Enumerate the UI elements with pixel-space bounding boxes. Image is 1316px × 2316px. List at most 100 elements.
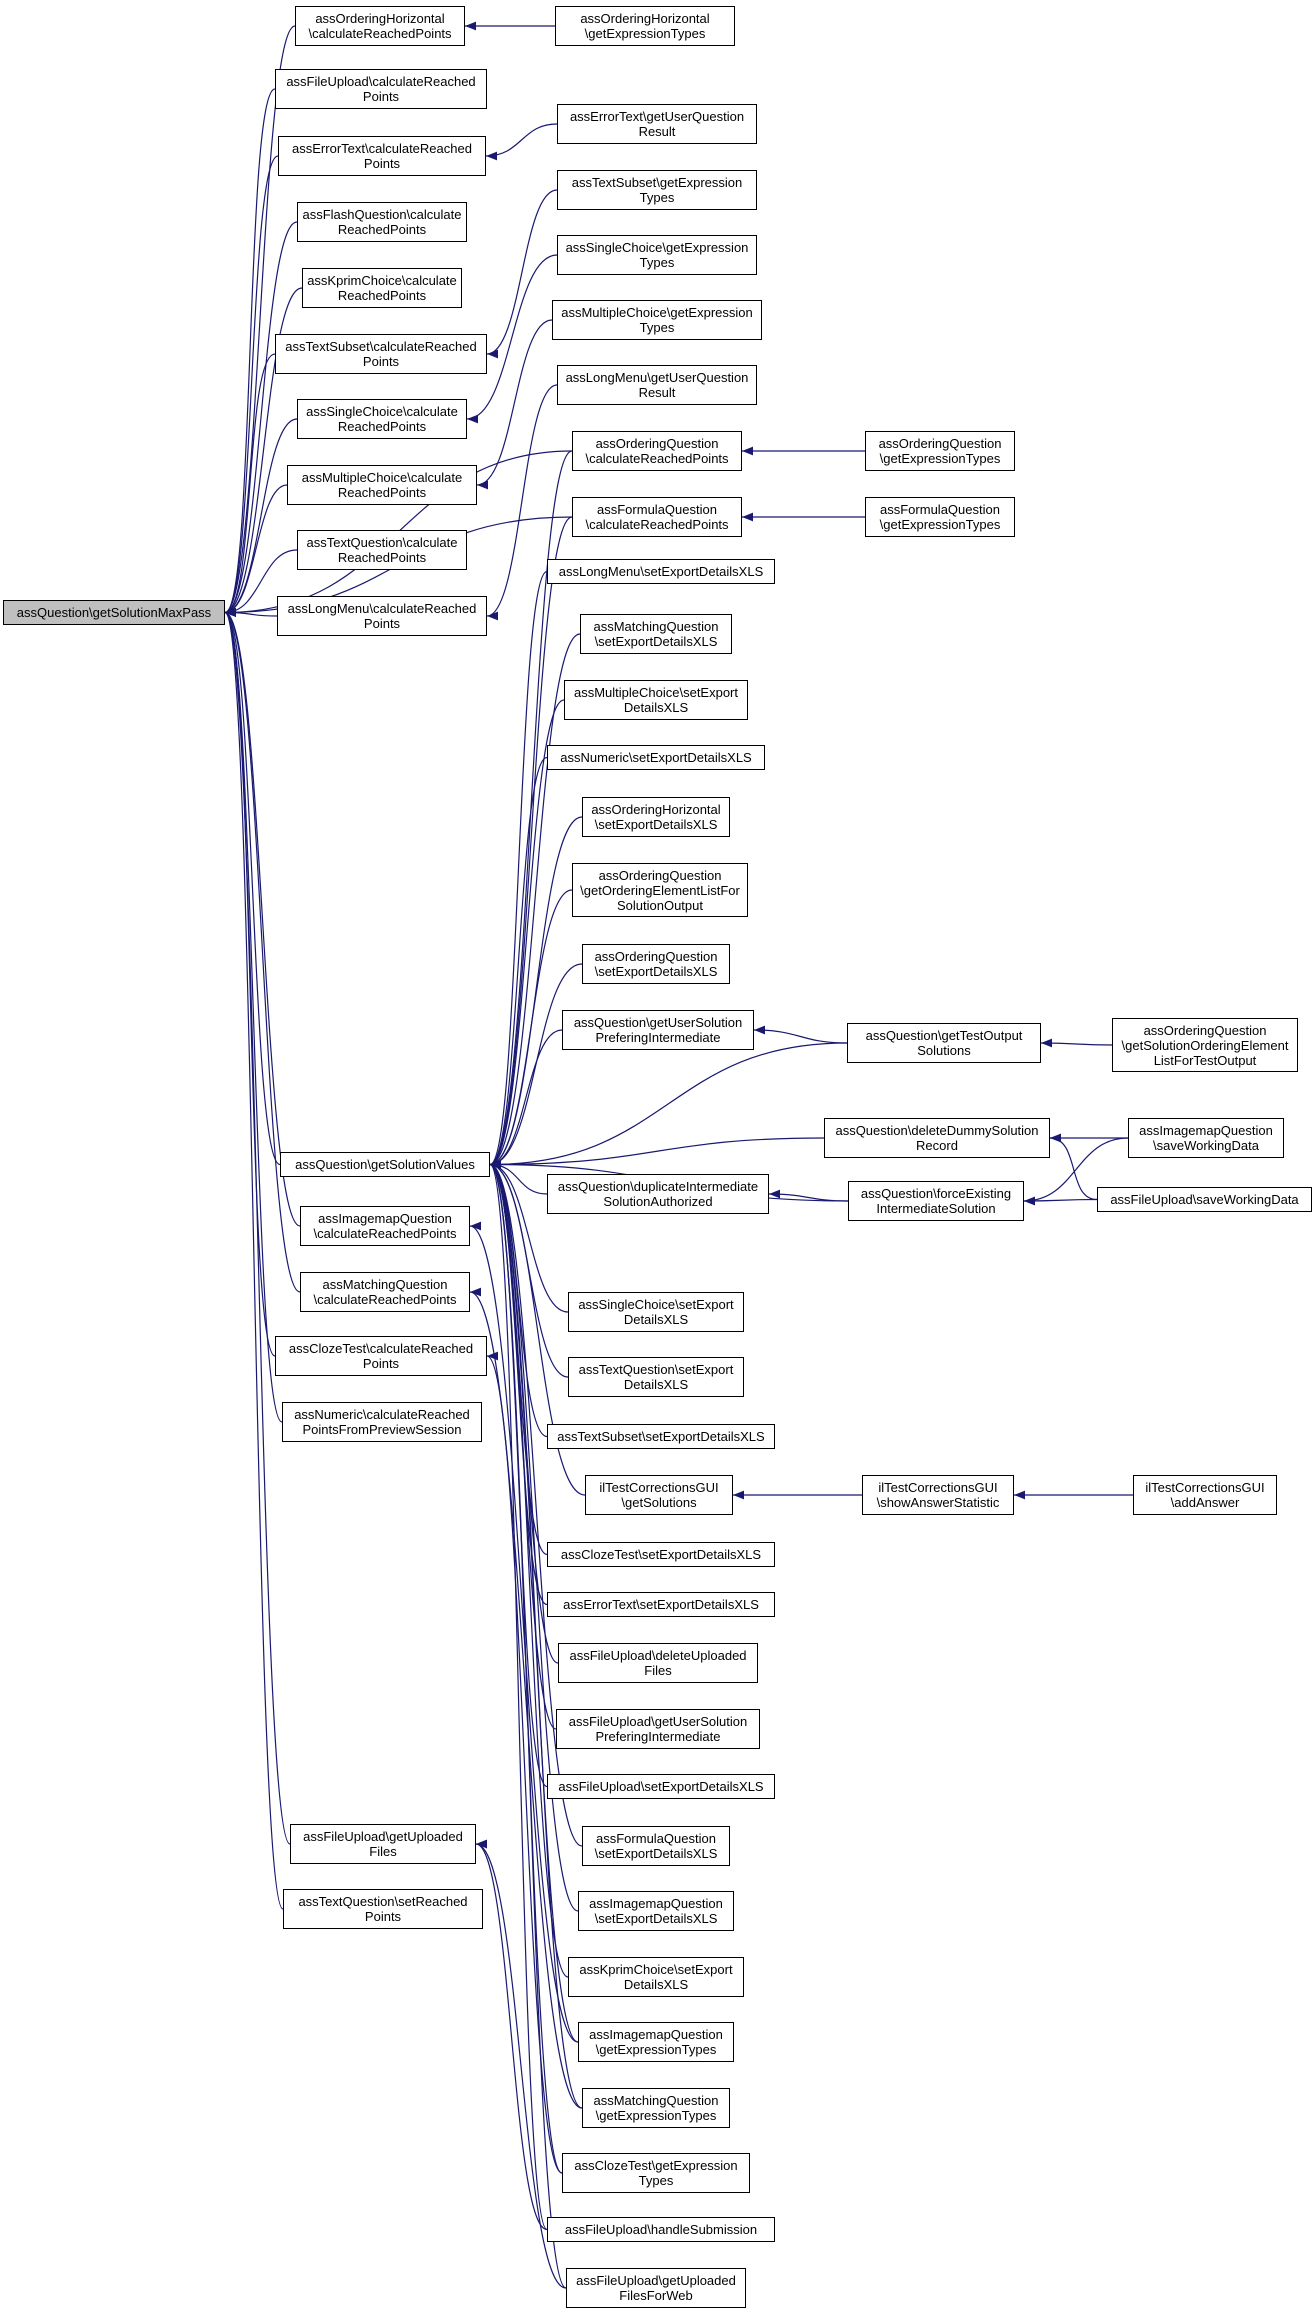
node-textSubXLS[interactable]: assTextSubset\setExportDetailsXLS bbox=[547, 1424, 775, 1449]
edge-longMenuXLS-to-getSolVals bbox=[489, 570, 548, 1169]
edge-fileUpCalc-to-root bbox=[224, 88, 276, 617]
edge-ordQSolElem-to-testOutSol bbox=[1040, 1038, 1113, 1048]
edge-longMenuResult-to-longMenuCalc bbox=[486, 384, 558, 621]
node-fileUpCalc[interactable]: assFileUpload\calculateReached Points bbox=[275, 69, 487, 109]
node-imgSave[interactable]: assImagemapQuestion \saveWorkingData bbox=[1128, 1118, 1284, 1158]
node-ordHorExpr[interactable]: assOrderingHorizontal \getExpressionType… bbox=[555, 6, 735, 46]
node-errTextResult[interactable]: assErrorText\getUserQuestion Result bbox=[557, 104, 757, 144]
node-corrGetSol[interactable]: ilTestCorrectionsGUI \getSolutions bbox=[585, 1475, 733, 1515]
edge-forceExist-to-dupInter bbox=[768, 1189, 849, 1202]
node-numXLS[interactable]: assNumeric\setExportDetailsXLS bbox=[547, 745, 765, 770]
node-ordQCalc[interactable]: assOrderingQuestion \calculateReachedPoi… bbox=[572, 431, 742, 471]
node-fileHandle[interactable]: assFileUpload\handleSubmission bbox=[547, 2217, 775, 2242]
edge-clozeXLS-to-getSolVals bbox=[489, 1160, 548, 1556]
node-ordHorXLS[interactable]: assOrderingHorizontal \setExportDetailsX… bbox=[582, 797, 730, 837]
node-imgCalc[interactable]: assImagemapQuestion \calculateReachedPoi… bbox=[300, 1206, 470, 1246]
edge-fileHandle-to-fileGetUp bbox=[475, 1839, 548, 2231]
node-clozeXLS[interactable]: assClozeTest\setExportDetailsXLS bbox=[547, 1542, 775, 1567]
node-corrShow[interactable]: ilTestCorrectionsGUI \showAnswerStatisti… bbox=[862, 1475, 1014, 1515]
edge-fileHandle-to-getSolVals bbox=[489, 1160, 548, 2231]
edge-numXLS-to-getSolVals bbox=[489, 756, 548, 1169]
node-ordQExpr[interactable]: assOrderingQuestion \getExpressionTypes bbox=[865, 431, 1015, 471]
node-numCalcPrev[interactable]: assNumeric\calculateReached PointsFromPr… bbox=[282, 1402, 482, 1442]
node-fileDel[interactable]: assFileUpload\deleteUploaded Files bbox=[558, 1643, 758, 1683]
node-clozeCalc[interactable]: assClozeTest\calculateReached Points bbox=[275, 1336, 487, 1376]
edge-imgCalc-to-root bbox=[224, 608, 301, 1227]
edge-textSubCalc-to-root bbox=[224, 353, 276, 617]
node-delDummy[interactable]: assQuestion\deleteDummySolution Record bbox=[824, 1118, 1050, 1158]
node-clozeExpr[interactable]: assClozeTest\getExpression Types bbox=[562, 2153, 750, 2193]
node-multiExpr[interactable]: assMultipleChoice\getExpression Types bbox=[552, 300, 762, 340]
node-fileXLS[interactable]: assFileUpload\setExportDetailsXLS bbox=[547, 1774, 775, 1799]
edge-corrGetSol-to-getSolVals bbox=[489, 1160, 586, 1496]
node-textQSet[interactable]: assTextQuestion\setReached Points bbox=[283, 1889, 483, 1929]
edge-formXLS-to-getSolVals bbox=[489, 1160, 583, 1847]
node-getSolVals[interactable]: assQuestion\getSolutionValues bbox=[280, 1152, 490, 1177]
edge-errTextResult-to-errTextCalc bbox=[485, 123, 558, 161]
edge-imgXLS-to-getSolVals bbox=[489, 1160, 579, 1912]
node-formExpr[interactable]: assFormulaQuestion \getExpressionTypes bbox=[865, 497, 1015, 537]
edge-getSolVals-to-root bbox=[224, 608, 281, 1166]
node-fileSave[interactable]: assFileUpload\saveWorkingData bbox=[1097, 1187, 1312, 1212]
edge-clozeExpr-to-clozeCalc bbox=[486, 1351, 563, 2174]
node-matchXLS[interactable]: assMatchingQuestion \setExportDetailsXLS bbox=[580, 614, 732, 654]
node-imgXLS[interactable]: assImagemapQuestion \setExportDetailsXLS bbox=[578, 1891, 734, 1931]
edge-delDummy-to-getSolVals bbox=[489, 1137, 825, 1169]
node-singleCalc[interactable]: assSingleChoice\calculate ReachedPoints bbox=[297, 399, 467, 439]
edge-multiXLS-to-getSolVals bbox=[489, 699, 565, 1169]
edge-userSolPref-to-getSolVals bbox=[489, 1029, 563, 1169]
edge-numCalcPrev-to-root bbox=[224, 608, 283, 1423]
edge-fileGetUpWeb-to-fileGetUp bbox=[475, 1839, 567, 2289]
node-formCalc[interactable]: assFormulaQuestion \calculateReachedPoin… bbox=[572, 497, 742, 537]
edge-ordQElemList-to-getSolVals bbox=[489, 889, 573, 1169]
edge-matchCalc-to-root bbox=[224, 608, 301, 1293]
edge-clozeCalc-to-root bbox=[224, 608, 276, 1357]
edge-errTextCalc-to-root bbox=[224, 155, 279, 617]
edge-testOutSol-to-userSolPref bbox=[753, 1025, 848, 1044]
node-textSubCalc[interactable]: assTextSubset\calculateReached Points bbox=[275, 334, 487, 374]
node-ordQSolElem[interactable]: assOrderingQuestion \getSolutionOrdering… bbox=[1112, 1018, 1298, 1072]
node-longMenuResult[interactable]: assLongMenu\getUserQuestion Result bbox=[557, 365, 757, 405]
node-errXLS[interactable]: assErrorText\setExportDetailsXLS bbox=[547, 1592, 775, 1617]
node-forceExist[interactable]: assQuestion\forceExisting IntermediateSo… bbox=[848, 1181, 1024, 1221]
node-ordQXLS[interactable]: assOrderingQuestion \setExportDetailsXLS bbox=[582, 944, 730, 984]
edge-singleXLS-to-getSolVals bbox=[489, 1160, 569, 1313]
node-fileUserSol[interactable]: assFileUpload\getUserSolution PreferingI… bbox=[556, 1709, 760, 1749]
edge-ordHorCalc-to-root bbox=[224, 25, 296, 617]
node-multiXLS[interactable]: assMultipleChoice\setExport DetailsXLS bbox=[564, 680, 748, 720]
node-testOutSol[interactable]: assQuestion\getTestOutput Solutions bbox=[847, 1023, 1041, 1063]
node-kprimXLS[interactable]: assKprimChoice\setExport DetailsXLS bbox=[568, 1957, 744, 1997]
node-ordHorCalc[interactable]: assOrderingHorizontal \calculateReachedP… bbox=[295, 6, 465, 46]
node-kprimCalc[interactable]: assKprimChoice\calculate ReachedPoints bbox=[302, 268, 462, 308]
edge-imgExpr-to-imgCalc bbox=[469, 1221, 579, 2043]
node-matchCalc[interactable]: assMatchingQuestion \calculateReachedPoi… bbox=[300, 1272, 470, 1312]
node-textQCalc[interactable]: assTextQuestion\calculate ReachedPoints bbox=[297, 530, 467, 570]
edge-matchExpr-to-matchCalc bbox=[469, 1287, 583, 2109]
node-matchExpr[interactable]: assMatchingQuestion \getExpressionTypes bbox=[582, 2088, 730, 2128]
node-corrAdd[interactable]: ilTestCorrectionsGUI \addAnswer bbox=[1133, 1475, 1277, 1515]
edge-formCalc-to-getSolVals bbox=[489, 516, 573, 1169]
node-singleExpr[interactable]: assSingleChoice\getExpression Types bbox=[557, 235, 757, 275]
edge-textSubExpr-to-textSubCalc bbox=[486, 189, 558, 359]
node-dupInter[interactable]: assQuestion\duplicateIntermediate Soluti… bbox=[547, 1174, 769, 1214]
edge-fileSave-to-forceExist bbox=[1023, 1196, 1098, 1206]
node-fileGetUp[interactable]: assFileUpload\getUploaded Files bbox=[290, 1824, 476, 1864]
node-multiCalc[interactable]: assMultipleChoice\calculate ReachedPoint… bbox=[287, 465, 477, 505]
node-errTextCalc[interactable]: assErrorText\calculateReached Points bbox=[278, 136, 486, 176]
node-textQXLS[interactable]: assTextQuestion\setExport DetailsXLS bbox=[568, 1357, 744, 1397]
node-userSolPref[interactable]: assQuestion\getUserSolution PreferingInt… bbox=[562, 1010, 754, 1050]
node-singleXLS[interactable]: assSingleChoice\setExport DetailsXLS bbox=[568, 1292, 744, 1332]
node-longMenuXLS[interactable]: assLongMenu\setExportDetailsXLS bbox=[547, 559, 775, 584]
node-root[interactable]: assQuestion\getSolutionMaxPass bbox=[3, 600, 225, 625]
edge-singleExpr-to-singleCalc bbox=[466, 254, 558, 424]
node-formXLS[interactable]: assFormulaQuestion \setExportDetailsXLS bbox=[582, 1826, 730, 1866]
node-flashCalc[interactable]: assFlashQuestion\calculate ReachedPoints bbox=[297, 202, 467, 242]
edge-flashCalc-to-root bbox=[224, 221, 298, 617]
node-ordQElemList[interactable]: assOrderingQuestion \getOrderingElementL… bbox=[572, 863, 748, 917]
edge-textQSet-to-root bbox=[224, 608, 284, 1910]
node-longMenuCalc[interactable]: assLongMenu\calculateReached Points bbox=[277, 596, 487, 636]
node-imgExpr[interactable]: assImagemapQuestion \getExpressionTypes bbox=[578, 2022, 734, 2062]
node-fileGetUpWeb[interactable]: assFileUpload\getUploaded FilesForWeb bbox=[566, 2268, 746, 2308]
node-textSubExpr[interactable]: assTextSubset\getExpression Types bbox=[557, 170, 757, 210]
